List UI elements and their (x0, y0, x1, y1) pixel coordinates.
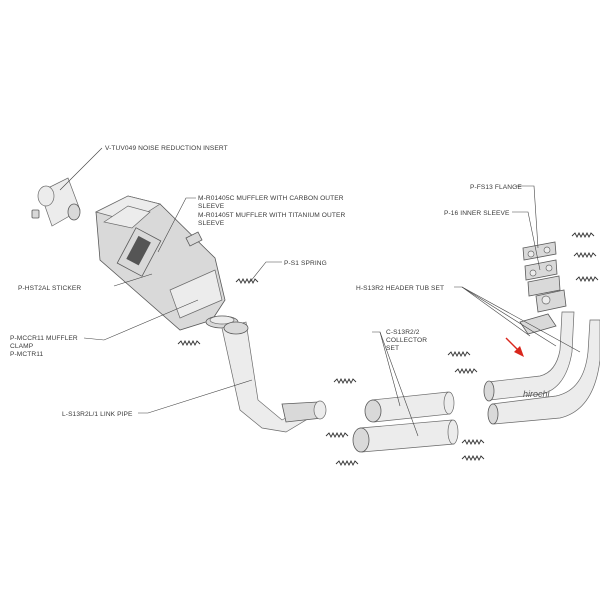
label-link-pipe: L-S13R2L/1 LINK PIPE (62, 411, 133, 418)
label-clamp-2: CLAMP (10, 343, 34, 350)
label-sticker: P-HST2AL STICKER (18, 285, 81, 292)
watermark: hirochi (523, 389, 551, 399)
label-muffler-titanium: M-R01405T MUFFLER WITH TITANIUM OUTER (198, 212, 345, 219)
label-muffler-titanium-2: SLEEVE (198, 220, 225, 227)
spring-11 (573, 251, 597, 259)
spring-2 (177, 339, 201, 347)
spring-6 (325, 431, 349, 439)
noise-reduction-insert (31, 177, 81, 227)
label-flange: P-FS13 FLANGE (470, 184, 522, 191)
spring-12 (575, 275, 599, 283)
label-muffler-carbon-2: SLEEVE (198, 203, 225, 210)
link-pipe (221, 321, 327, 433)
label-collector-3: SET (386, 345, 399, 352)
label-collector: C-S13R2/2 (386, 329, 420, 336)
leader-lines (59, 147, 581, 437)
spring-1 (235, 277, 259, 285)
leader-flange (516, 185, 539, 249)
leader-header-1 (454, 286, 531, 337)
spring-5 (454, 367, 478, 375)
collector-set (352, 391, 459, 453)
header-tub-set (483, 311, 600, 425)
spring-7 (335, 459, 359, 467)
spring-8 (461, 438, 485, 446)
leader-collector-2 (379, 331, 419, 437)
label-clamp: P-MCCR11 MUFFLER (10, 335, 78, 342)
red-arrow (505, 337, 524, 357)
leader-link-pipe (138, 379, 253, 414)
label-clamp-3: P-MCTR11 (10, 351, 44, 358)
spring-4 (447, 350, 471, 358)
leader-header-3 (461, 286, 581, 353)
spring-10 (571, 231, 595, 239)
label-muffler-carbon: M-R01405C MUFFLER WITH CARBON OUTER (198, 195, 344, 202)
label-header-set: H-S13R2 HEADER TUB SET (356, 285, 444, 292)
leader-sticker (113, 273, 153, 287)
leader-header-2 (461, 286, 557, 347)
leader-muffler (157, 197, 196, 253)
label-spring: P-S1 SPRING (284, 260, 327, 267)
leader-noise-insert (59, 147, 103, 191)
leader-spring (249, 261, 282, 283)
flanges (522, 241, 567, 313)
label-inner-sleeve: P-16 INNER SLEEVE (444, 210, 510, 217)
label-noise-insert: V-TUV049 NOISE REDUCTION INSERT (105, 145, 228, 152)
springs (177, 231, 599, 467)
spring-3 (333, 377, 357, 385)
leader-inner-sleeve (512, 211, 541, 271)
label-collector-2: COLLECTOR (386, 337, 427, 344)
muffler (95, 195, 226, 331)
leader-clamp (83, 299, 199, 341)
spring-9 (461, 454, 485, 462)
